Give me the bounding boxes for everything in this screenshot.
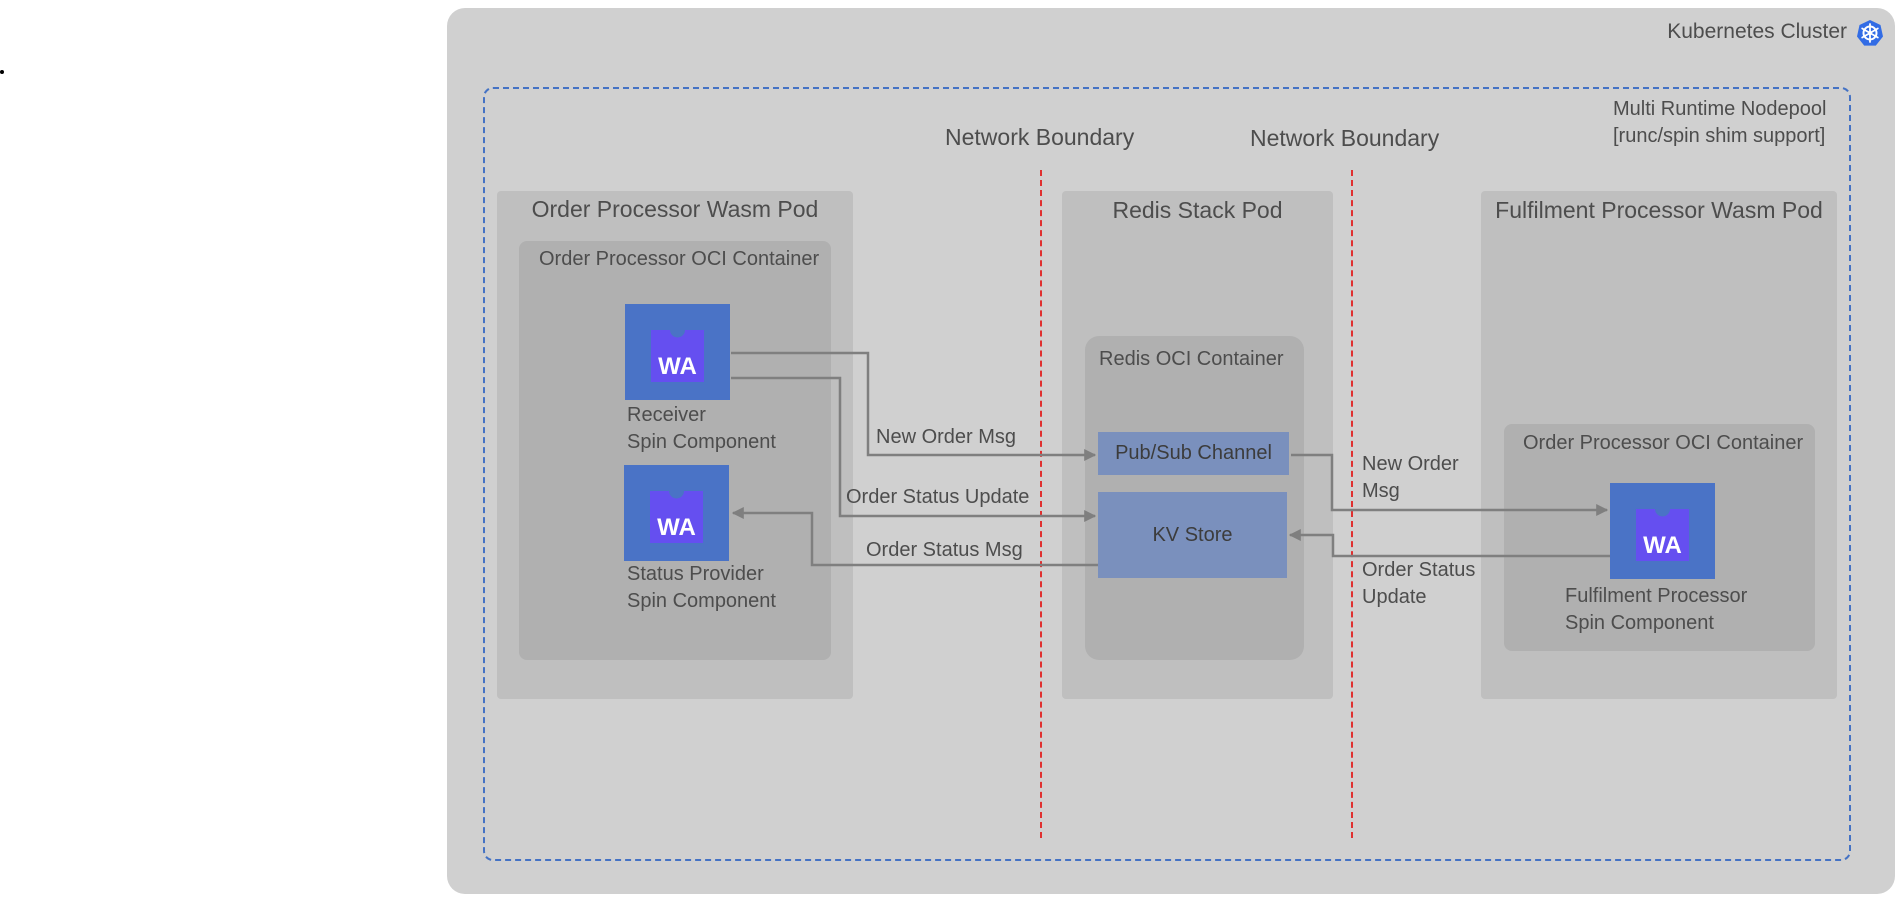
order-status-update-label: Order Status Update: [846, 486, 1030, 508]
arrow-status-update-from-fulfilment: [1288, 529, 1610, 558]
new-order-msg-right-label: New Order Msg: [1362, 453, 1459, 502]
new-order-msg-label: New Order Msg: [876, 426, 1017, 448]
status-provider-component-label: Status Provider Spin Component: [627, 563, 776, 612]
arrow-status-msg-to-provider: [731, 507, 1098, 567]
fulfilment-container-title: Order Processor OCI Container: [1523, 432, 1804, 454]
svg-text:WA: WA: [1643, 532, 1682, 559]
fulfilment-processor-pod-title: Fulfilment Processor Wasm Pod: [1495, 197, 1823, 223]
order-status-update-right-label: Order Status Update: [1362, 559, 1476, 608]
svg-text:WA: WA: [657, 514, 696, 541]
arrow-new-order-to-pubsub: [731, 351, 1097, 461]
webassembly-icon: WA: [650, 491, 703, 543]
webassembly-icon: WA: [651, 330, 704, 382]
network-boundary-label-2: Network Boundary: [1250, 125, 1440, 151]
webassembly-icon: WA: [1636, 509, 1689, 561]
receiver-component-label: Receiver Spin Component: [627, 404, 776, 453]
svg-text:WA: WA: [658, 353, 697, 380]
status-provider-component: WA: [624, 465, 729, 561]
cluster-label: Kubernetes Cluster: [1667, 20, 1847, 43]
redis-container-title: Redis OCI Container: [1099, 348, 1284, 370]
network-boundary-label-1: Network Boundary: [945, 124, 1135, 150]
receiver-component: WA: [625, 304, 730, 400]
network-boundary-line-1: [1040, 170, 1042, 838]
pubsub-channel: Pub/Sub Channel: [1098, 432, 1289, 475]
nodepool-boundary: [483, 87, 1851, 861]
network-boundary-line-2: [1351, 170, 1353, 838]
order-processor-container-title: Order Processor OCI Container: [539, 248, 820, 270]
arrow-status-update-to-kv: [731, 376, 1097, 522]
order-status-msg-label: Order Status Msg: [866, 539, 1023, 561]
kv-store: KV Store: [1098, 492, 1287, 578]
kubernetes-icon: [1857, 20, 1883, 46]
bullet-dot: [0, 70, 4, 74]
redis-stack-pod-title: Redis Stack Pod: [1112, 197, 1283, 223]
fulfilment-component: WA: [1610, 483, 1715, 579]
nodepool-label: Multi Runtime Nodepool [runc/spin shim s…: [1613, 98, 1827, 147]
arrow-new-order-to-fulfilment: [1291, 453, 1609, 516]
fulfilment-component-label: Fulfilment Processor Spin Component: [1565, 585, 1748, 634]
order-processor-pod-title: Order Processor Wasm Pod: [531, 196, 819, 222]
